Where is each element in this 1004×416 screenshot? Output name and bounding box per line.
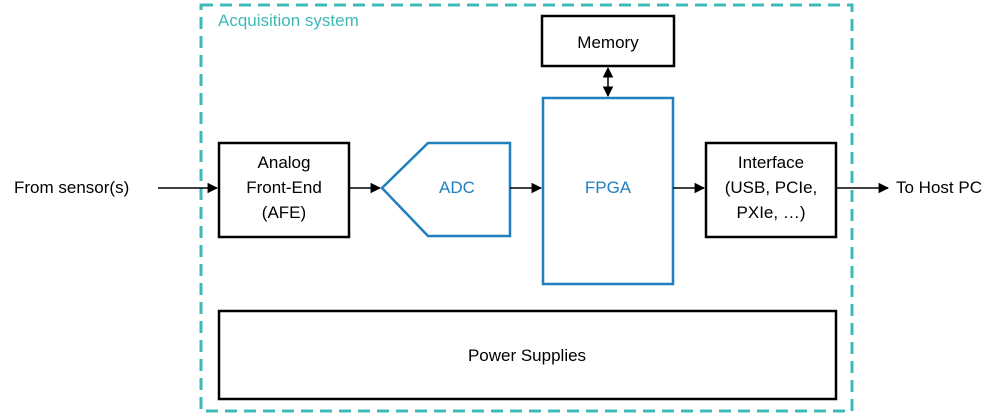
power-supplies-block bbox=[217, 309, 838, 401]
adc-block bbox=[380, 141, 512, 238]
adc-label: ADC bbox=[439, 178, 475, 197]
fpga-block bbox=[541, 96, 675, 286]
afe-label-line2: Front-End bbox=[246, 178, 322, 197]
power-supplies-label: Power Supplies bbox=[468, 346, 586, 365]
acquisition-system-container bbox=[199, 3, 854, 413]
interface-label-line1: Interface bbox=[738, 153, 804, 172]
interface-block bbox=[704, 141, 838, 239]
afe-label-line1: Analog bbox=[258, 153, 311, 172]
acquisition-system-title: Acquisition system bbox=[218, 11, 359, 30]
fpga-label: FPGA bbox=[585, 178, 632, 197]
afe-label-line3: (AFE) bbox=[262, 203, 306, 222]
interface-label-line3: PXIe, …) bbox=[737, 203, 806, 222]
interface-label-line2: (USB, PCIe, bbox=[725, 178, 818, 197]
to-host-label: To Host PC bbox=[896, 178, 982, 197]
memory-label: Memory bbox=[577, 33, 639, 52]
from-sensor-label: From sensor(s) bbox=[14, 178, 129, 197]
afe-block bbox=[217, 141, 351, 239]
memory-block bbox=[540, 14, 676, 68]
